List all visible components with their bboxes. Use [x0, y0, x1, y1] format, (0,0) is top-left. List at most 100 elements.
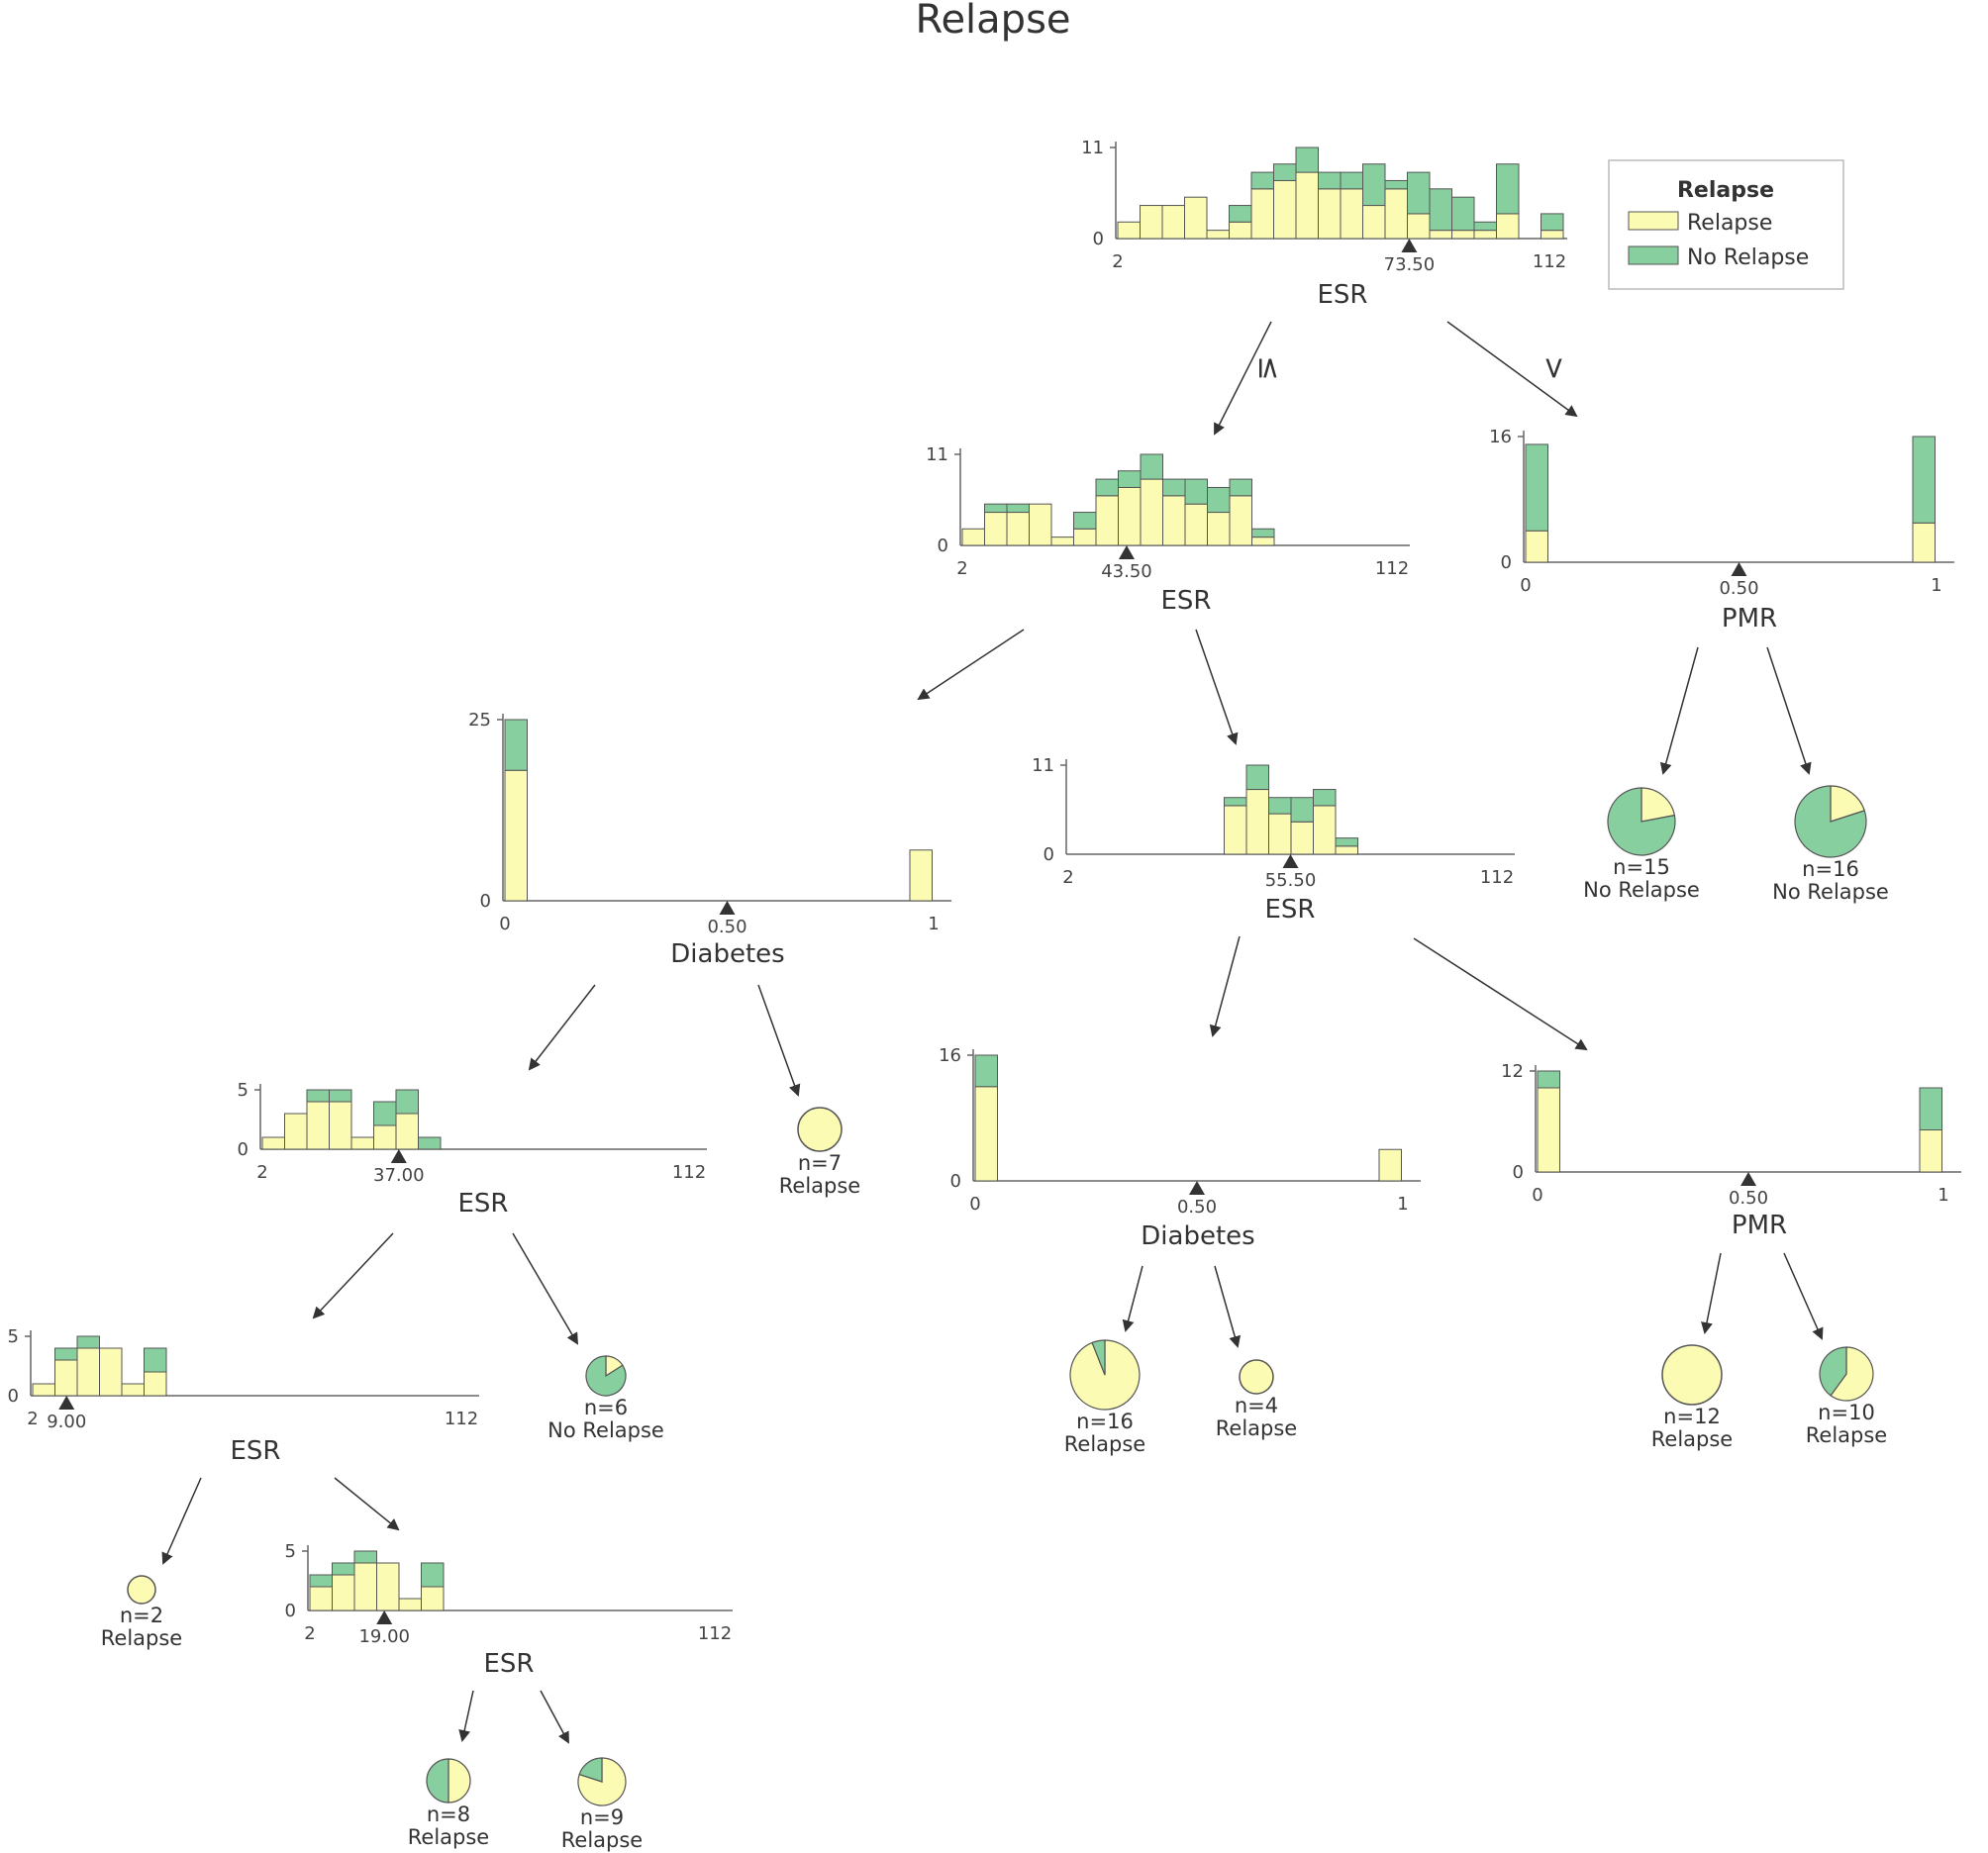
leaf-class-label: No Relapse [547, 1418, 664, 1442]
split-marker [1401, 239, 1418, 252]
legend-label-relapse: Relapse [1687, 211, 1772, 236]
bar-relapse [1029, 503, 1052, 546]
bar-relapse [1496, 213, 1520, 240]
bar-no-relapse [1537, 1070, 1560, 1089]
bar-relapse [1537, 1087, 1560, 1173]
leaf-esr-high: n=6No Relapse [547, 1355, 664, 1442]
x-max-label: 112 [1375, 558, 1409, 579]
bar-no-relapse [504, 719, 528, 771]
feature-label: ESR [1318, 280, 1368, 310]
y-max-label: 16 [939, 1045, 961, 1066]
bar-relapse [504, 769, 528, 902]
leaf-class-label: No Relapse [1583, 878, 1700, 902]
bar-relapse [1118, 486, 1142, 546]
bar-no-relapse [1451, 196, 1475, 232]
bar-relapse [332, 1574, 355, 1611]
bar-no-relapse [1496, 163, 1520, 215]
bar-no-relapse [984, 503, 1008, 514]
x-max-label: 1 [1938, 1185, 1948, 1206]
y-max-label: 11 [1081, 138, 1104, 158]
pie-slice-no-relapse [585, 1355, 627, 1397]
feature-label: ESR [484, 1649, 535, 1679]
split-value: 55.50 [1265, 870, 1317, 891]
pie-slice-no-relapse [1819, 1346, 1847, 1397]
bar-relapse [1140, 205, 1163, 240]
pie-slice-relapse [577, 1757, 627, 1806]
bar-no-relapse [418, 1136, 442, 1150]
bar-relapse [1384, 188, 1408, 240]
bar-relapse [1140, 478, 1163, 546]
bar-relapse [1006, 512, 1030, 546]
leaf-count: n=15 [1613, 855, 1670, 879]
edge-n4-l3 [757, 984, 801, 1097]
bar-no-relapse [144, 1347, 167, 1373]
edge-label-gt: > [1537, 355, 1571, 380]
edge-n1-n2 [1214, 321, 1272, 436]
edge-n8-l7 [1701, 1252, 1722, 1334]
leaf-count: n=4 [1235, 1394, 1278, 1417]
bar-relapse [1117, 221, 1141, 240]
y-max-label: 16 [1489, 427, 1512, 447]
edge-n6-n9 [312, 1232, 394, 1319]
bar-no-relapse [1473, 221, 1497, 232]
bar-relapse [1407, 213, 1431, 240]
bar-no-relapse [1313, 789, 1337, 807]
bar-relapse [961, 528, 985, 546]
edge-n9-l9 [161, 1477, 202, 1565]
bar-no-relapse [1245, 764, 1269, 791]
x-max-label: 1 [1397, 1194, 1408, 1215]
bar-no-relapse [1207, 486, 1231, 514]
bar-relapse [1318, 188, 1342, 240]
split-marker [719, 901, 736, 915]
bar-relapse [54, 1359, 78, 1397]
leaf-count: n=6 [584, 1396, 628, 1419]
split-value: 0.50 [1177, 1197, 1217, 1218]
bar-relapse [1268, 813, 1292, 855]
feature-label: ESR [458, 1189, 509, 1219]
bar-no-relapse [373, 1101, 397, 1126]
bar-no-relapse [1273, 163, 1297, 181]
edge-n2-n4 [917, 629, 1025, 701]
y-min-label: 0 [1093, 229, 1104, 249]
legend-swatch-no-relapse [1628, 245, 1679, 265]
bar-relapse [1335, 845, 1358, 855]
feature-label: PMR [1722, 604, 1777, 634]
x-max-label: 112 [672, 1162, 706, 1183]
bar-no-relapse [1541, 213, 1564, 232]
pie-slice-no-relapse [426, 1758, 449, 1804]
pie-relapse [127, 1575, 156, 1605]
split-value: 0.50 [707, 917, 746, 937]
bar-relapse [1251, 536, 1275, 546]
leaf-class-label: No Relapse [1772, 880, 1889, 904]
bar-relapse [350, 1136, 374, 1150]
bar-relapse [421, 1586, 445, 1611]
edge-n7-l6 [1214, 1265, 1242, 1348]
y-max-label: 11 [1032, 755, 1054, 776]
bar-relapse [329, 1101, 352, 1150]
legend-title: Relapse [1677, 178, 1774, 203]
pie-relapse [797, 1107, 843, 1152]
bar-relapse [1250, 188, 1274, 240]
bar-no-relapse [1229, 478, 1252, 497]
split-marker [58, 1396, 75, 1410]
x-min-label: 2 [256, 1162, 267, 1183]
legend: Relapse Relapse No Relapse [1608, 159, 1844, 290]
bar-no-relapse [1250, 171, 1274, 190]
bar-no-relapse [1162, 478, 1186, 497]
edge-n6-l4 [512, 1232, 579, 1345]
x-min-label: 0 [969, 1194, 980, 1215]
bar-no-relapse [1229, 205, 1252, 223]
split-marker [1189, 1181, 1205, 1195]
edge-n4-n6 [528, 984, 596, 1071]
leaf-class-label: Relapse [1064, 1432, 1145, 1456]
